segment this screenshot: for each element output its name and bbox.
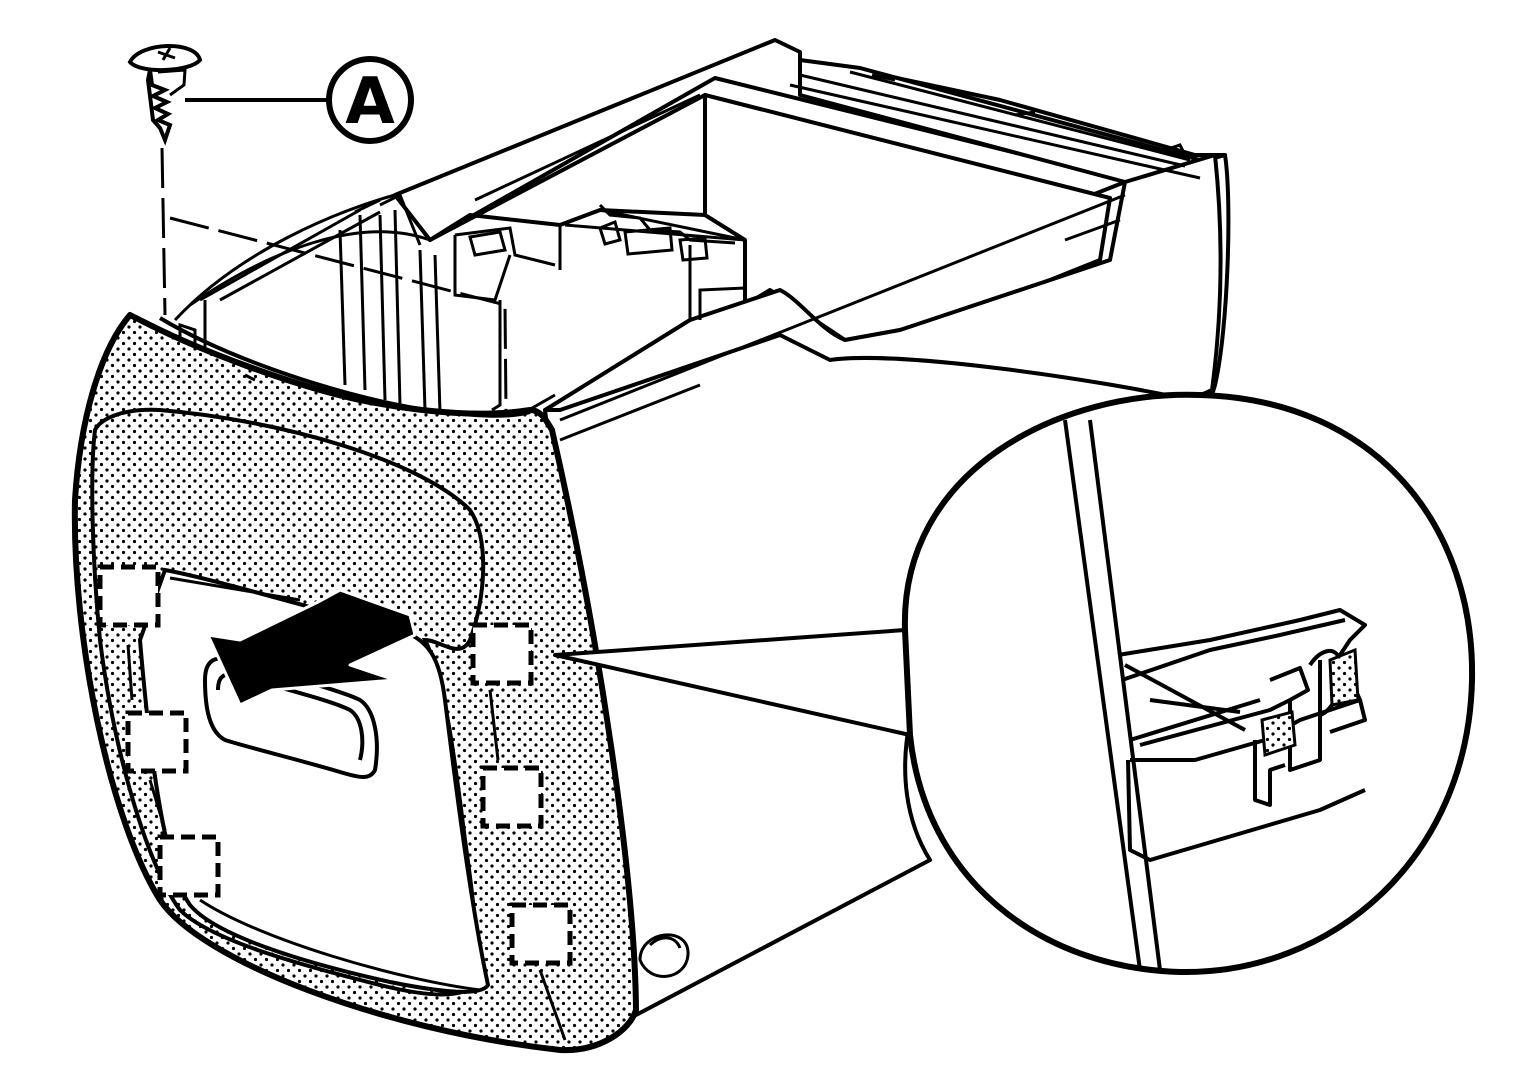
clip-detail-magnified [901,391,1476,976]
clip-location [157,834,221,898]
callout-A: A [185,56,414,144]
callout-label: A [345,65,395,139]
clip-location [509,902,573,966]
screw-path-lines [160,147,508,411]
console-body [393,38,1231,1017]
screw-icon [127,44,203,146]
retaining-clips [97,564,573,966]
clip-location [125,710,189,774]
removal-arrow [206,588,417,707]
arrow-icon [206,588,417,707]
clip-location [480,765,544,829]
clip-location [97,564,161,628]
tub-interior-lines [173,70,1201,978]
clip-location [470,622,534,686]
